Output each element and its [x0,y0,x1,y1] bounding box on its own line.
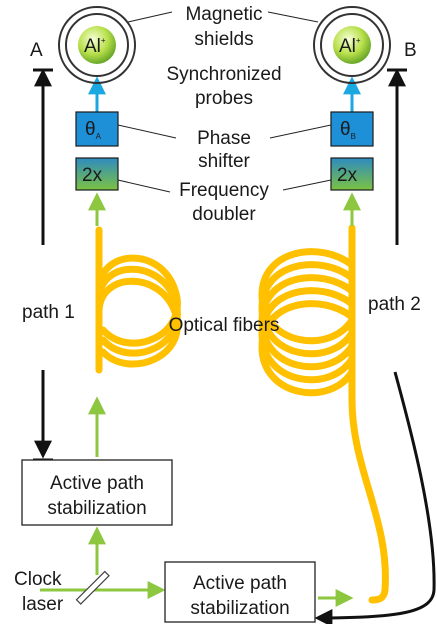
path-arrows [33,68,436,624]
ion-trap-b: Al+ [313,6,391,84]
label-sync-probes-2: probes [195,88,253,109]
beam-lines [40,192,361,607]
label-clock-laser-1: Clock [14,569,62,590]
svg-text:2x: 2x [337,165,358,186]
svg-text:θA: θA [85,119,102,141]
label-path-2: path 2 [368,294,421,315]
label-freq-doubler-2: doubler [192,204,256,225]
doubler-a: 2x [75,157,119,191]
label-end-a: A [30,40,43,61]
phase-shifter-a: θA [75,111,119,147]
stab-box-left: Active path stabilization [21,459,173,526]
shield-inner-b [320,13,384,77]
ion-glow-a [78,26,116,64]
label-magnetic-shields-1: Magnetic [185,4,262,25]
shield-inner-a [65,13,129,77]
label-optical-fibers: Optical fibers [169,315,280,336]
label-end-b: B [404,40,417,61]
fiber-coil-right [258,224,389,604]
label-clock-laser-2: laser [22,594,64,615]
label-sync-probes-1: Synchronized [166,64,281,85]
shield-outer-a [58,6,136,84]
svg-text:stabilization: stabilization [190,598,289,619]
label-freq-doubler-1: Frequency [179,180,269,201]
leader-lines [117,11,332,193]
svg-text:2x: 2x [82,165,103,186]
shield-outer-b [313,6,391,84]
svg-text:Al+: Al+ [84,36,106,57]
phase-shifter-b: θB [330,111,374,147]
label-path-1: path 1 [22,302,75,323]
svg-text:θB: θB [340,119,356,141]
label-magnetic-shields-2: shields [194,29,253,50]
beam-splitter [75,570,110,605]
svg-text:Active path: Active path [50,473,144,494]
path-2-return [314,371,436,624]
svg-text:Active path: Active path [193,573,287,594]
ion-glow-b [333,26,371,64]
ion-trap-a: Al+ [58,6,136,84]
label-phase-shifter-1: Phase [197,128,251,149]
label-phase-shifter-2: shifter [198,151,250,172]
stab-box-bottom: Active path stabilization [164,561,316,623]
svg-text:Al+: Al+ [339,36,361,57]
svg-text:stabilization: stabilization [47,498,146,519]
doubler-b: 2x [330,157,374,191]
blue-beams [88,76,361,112]
fiber-coil-left [95,226,181,374]
